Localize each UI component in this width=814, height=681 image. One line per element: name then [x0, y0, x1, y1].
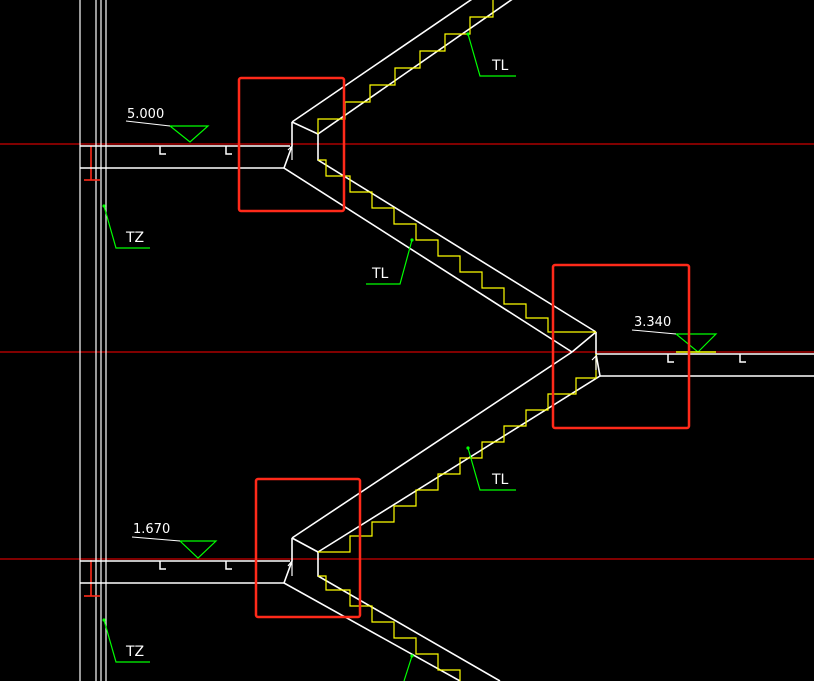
leader-dots [102, 32, 470, 658]
elevation-marker-mid: 3.340 [631, 315, 718, 353]
label-tl-mid: TL [371, 266, 389, 282]
label-tl-top: TL [491, 58, 509, 74]
stair-steps [317, 0, 597, 681]
slab-marks [159, 146, 746, 570]
joint-marks [287, 144, 597, 576]
leader-lines [103, 33, 516, 681]
elevation-marker-bottom: 1.670 [131, 522, 218, 559]
column-markers [84, 146, 100, 597]
label-tl-lower: TL [491, 472, 509, 488]
column-lines [79, 0, 107, 681]
elevation-marker-top: 5.000 [125, 107, 210, 143]
elevation-label-bottom: 1.670 [133, 522, 170, 537]
elevation-label-top: 5.000 [127, 107, 164, 122]
label-tz-lower: TZ [125, 644, 144, 660]
highlight-box-top [237, 76, 346, 213]
label-tz-upper: TZ [125, 230, 144, 246]
landing-slabs [80, 145, 814, 584]
highlight-boxes [237, 76, 691, 619]
elevation-label-mid: 3.340 [634, 315, 671, 330]
highlight-box-mid [551, 263, 691, 430]
highlight-box-bottom [254, 477, 362, 619]
